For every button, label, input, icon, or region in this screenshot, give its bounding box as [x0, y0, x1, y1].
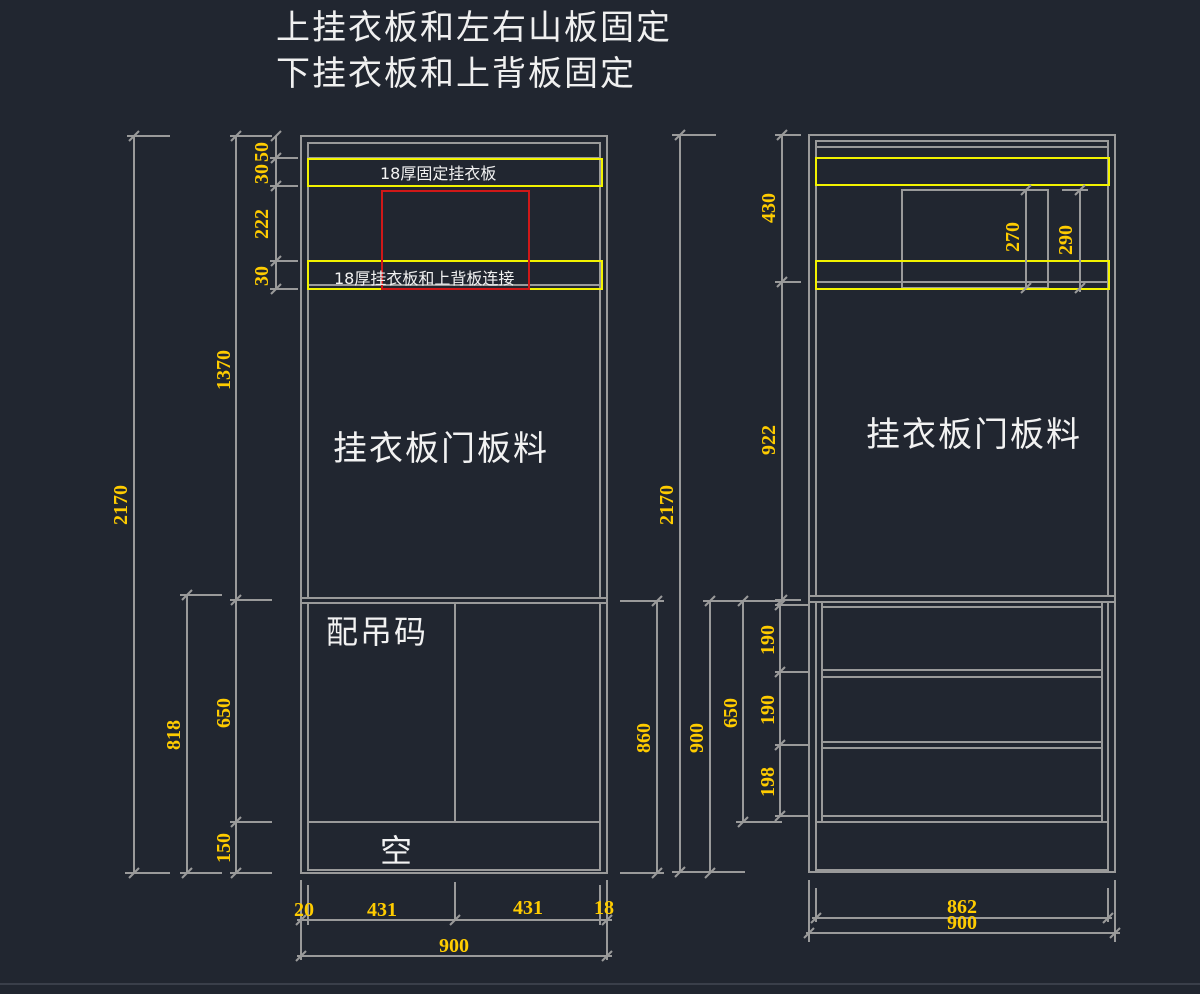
dimension-tick [774, 739, 786, 751]
dimension-tick [270, 283, 282, 295]
dimension-tick [674, 866, 686, 878]
dim-left-right-height: 860 [633, 723, 655, 753]
dimension-tick [230, 867, 242, 879]
dim-width-left: 431 [367, 899, 397, 921]
dim-right-drawer-3: 198 [757, 767, 779, 797]
left-dimension-labels: 2170 1370 50 30 222 30 818 650 150 860 2… [110, 142, 655, 957]
dim-right-inner-b: 290 [1055, 225, 1077, 255]
dim-left-bottom-panel: 30 [251, 266, 273, 286]
right-inner-frame [815, 140, 1109, 597]
dim-left-top-panel: 30 [251, 164, 273, 184]
dimension-tick [803, 927, 815, 939]
dim-left-overall-width: 900 [439, 935, 469, 957]
left-cabinet: 18厚固定挂衣板 18厚挂衣板和上背板连接 挂衣板门板料 配吊码 空 [300, 135, 608, 874]
dim-left-lower-total: 818 [163, 720, 185, 750]
dim-left-base: 150 [213, 833, 235, 863]
bottom-divider [0, 983, 1200, 985]
note-line-1: 上挂衣板和左右山板固定 [276, 8, 672, 48]
dimension-tick [601, 950, 613, 962]
dim-left-upper-height: 1370 [213, 350, 235, 390]
dimension-tick [774, 599, 786, 611]
dimension-tick [230, 130, 242, 142]
dimension-tick [1074, 184, 1086, 196]
dimension-tick [230, 594, 242, 606]
dimension-tick [1074, 282, 1086, 294]
right-outer-frame [808, 134, 1116, 873]
dim-right-lower-section: 650 [720, 698, 742, 728]
left-outer-frame [300, 135, 608, 874]
dimension-tick [1109, 927, 1121, 939]
dim-width-right: 431 [513, 897, 543, 919]
dimension-tick [230, 816, 242, 828]
dimension-tick [181, 867, 193, 879]
left-main-label: 挂衣板门板料 [333, 429, 549, 469]
dim-right-drawer-1: 190 [757, 625, 779, 655]
dimension-tick [128, 867, 140, 879]
left-panel-bottom-label: 18厚挂衣板和上背板连接 [334, 269, 514, 288]
dimension-tick [181, 589, 193, 601]
right-main-label: 挂衣板门板料 [866, 415, 1082, 455]
dimension-tick [270, 255, 282, 267]
right-dimension-labels: 2170 430 270 290 922 900 650 190 190 198… [656, 193, 1077, 934]
dimension-tick [704, 595, 716, 607]
dim-left-top-gap: 50 [251, 142, 273, 162]
left-lower-label: 配吊码 [326, 613, 428, 651]
dim-right-middle: 922 [758, 425, 780, 455]
right-dimensions [672, 134, 1120, 942]
dimension-tick [1020, 282, 1032, 294]
dimension-tick [270, 152, 282, 164]
note-line-2: 下挂衣板和上背板固定 [276, 54, 636, 94]
dim-right-inner-width: 862 [947, 896, 977, 918]
dimension-tick [1020, 184, 1032, 196]
dimension-tick [295, 950, 307, 962]
dim-width-left-edge: 20 [294, 899, 314, 921]
dimension-tick [776, 129, 788, 141]
dimension-tick [810, 912, 822, 924]
dim-right-drawer-2: 190 [757, 695, 779, 725]
dim-right-overall-height: 2170 [656, 485, 678, 525]
right-cabinet: 挂衣板门板料 [808, 134, 1116, 873]
dimension-tick [270, 180, 282, 192]
dimension-tick [651, 867, 663, 879]
dimension-tick [128, 130, 140, 142]
left-inner-frame [307, 142, 601, 599]
dim-right-upper-hang: 430 [758, 193, 780, 223]
dimension-tick [651, 595, 663, 607]
dimension-tick [704, 867, 716, 879]
dim-right-lower-total: 900 [686, 723, 708, 753]
dimension-tick [601, 914, 613, 926]
left-highlight-box [381, 190, 530, 290]
dim-left-lower-section: 650 [213, 698, 235, 728]
left-fixed-hanging-panel [307, 158, 603, 187]
dimension-tick [737, 595, 749, 607]
dimension-tick [295, 914, 307, 926]
dimension-tick [270, 130, 282, 142]
dimension-tick [776, 276, 788, 288]
dimension-tick [774, 666, 786, 678]
right-lower-frame [815, 601, 1109, 871]
dimension-tick [737, 816, 749, 828]
left-panel-top-label: 18厚固定挂衣板 [380, 164, 496, 183]
left-base-label: 空 [380, 832, 412, 870]
dim-width-right-edge: 18 [594, 897, 614, 919]
dimension-tick [774, 810, 786, 822]
dim-left-overall-height: 2170 [110, 485, 132, 525]
dimension-tick [1102, 912, 1114, 924]
dimension-tick [776, 594, 788, 606]
dimension-tick [674, 129, 686, 141]
right-bottom-hanging-panel [815, 260, 1110, 290]
right-top-hanging-panel [815, 157, 1110, 186]
dim-right-overall-width: 900 [947, 912, 977, 934]
dimension-tick [449, 914, 461, 926]
dim-left-between-panels: 222 [251, 209, 273, 239]
dim-right-inner-a: 270 [1002, 222, 1024, 252]
